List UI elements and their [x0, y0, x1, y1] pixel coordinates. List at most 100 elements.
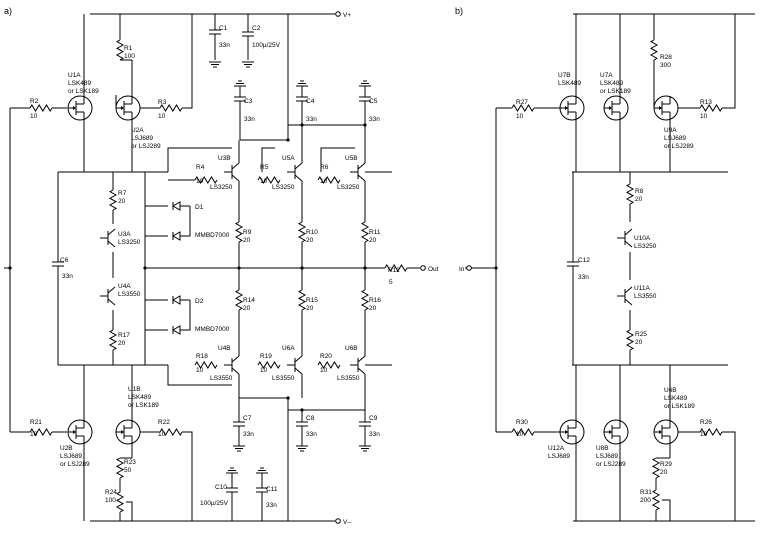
- bjt-U10A: [617, 228, 633, 248]
- R31-value: 200: [640, 497, 651, 504]
- bjt-U5B: [350, 162, 366, 182]
- capacitor-C1: [209, 29, 221, 35]
- R6-value: 10: [320, 178, 328, 185]
- U4B-name: U4B: [218, 345, 231, 352]
- in-label: In: [459, 266, 465, 273]
- C4-value: 33n: [306, 116, 317, 123]
- C3-name: C3: [244, 98, 253, 105]
- R29-name: R29: [660, 461, 672, 468]
- U11A-name: U11A: [634, 285, 650, 292]
- ground-icon: [256, 467, 268, 474]
- resistor-R14: [234, 289, 244, 311]
- resistor-R15: [297, 289, 307, 311]
- R19-name: R19: [260, 353, 272, 360]
- vminus-terminal: [335, 518, 341, 524]
- ground-C1: [209, 61, 221, 68]
- wire: [167, 147, 232, 172]
- resistor-R9: [234, 221, 244, 243]
- U5B-name: U5B: [345, 155, 358, 162]
- U9A-label-1: LSJ689: [664, 135, 686, 142]
- U6A-name: U6A: [282, 345, 295, 352]
- U3B-part: LS3250: [210, 184, 233, 191]
- R7-name: R7: [118, 190, 127, 197]
- U9A-label-2: or LSJ289: [664, 143, 694, 150]
- ground-icon: [296, 80, 308, 87]
- R4-name: R4: [196, 164, 205, 171]
- junction-dot: [363, 266, 367, 270]
- R5-name: R5: [260, 164, 269, 171]
- resistor-R20: [317, 361, 341, 369]
- resistor-R17: [108, 329, 118, 351]
- U1A-label-1: LSK489: [68, 80, 92, 87]
- U10A-part: LS3250: [634, 243, 657, 250]
- panel-a-label: a): [4, 6, 12, 16]
- U10A-name: U10A: [634, 235, 651, 242]
- resistor-R4: [194, 176, 218, 184]
- resistor-R2: [29, 104, 53, 112]
- R26-value: 10: [700, 431, 708, 438]
- R21-name: R21: [30, 419, 42, 426]
- U1B-label-1: LSK489: [128, 394, 152, 401]
- ground-icon: [234, 80, 246, 87]
- D1-name: D1: [195, 204, 204, 211]
- R23-value: 50: [124, 467, 132, 474]
- R17-name: R17: [118, 332, 130, 339]
- U3B-name: U3B: [218, 155, 231, 162]
- R29-value: 20: [660, 469, 668, 476]
- resistor-R26: [699, 428, 723, 436]
- junction-dot: [143, 266, 147, 270]
- vminus-label: V–: [343, 519, 351, 526]
- out-label: Out: [428, 266, 439, 273]
- junction-dot: [300, 266, 304, 270]
- bjt-U3A: [100, 228, 116, 248]
- U2A-label-1: LSJ689: [131, 135, 153, 142]
- R27-value: 10: [516, 113, 524, 120]
- U4B-part: LS3550: [210, 375, 233, 382]
- C12-value: 33n: [578, 274, 589, 281]
- resistor-R1: [115, 39, 125, 61]
- C1-label-0: C1: [219, 25, 228, 32]
- vplus-terminal: [335, 11, 341, 17]
- R25-value: 20: [635, 339, 643, 346]
- diode-D2-b: [171, 325, 181, 335]
- U12A-label-1: LSJ689: [548, 453, 570, 460]
- R11-value: 20: [369, 237, 377, 244]
- R2-label-0: R2: [30, 98, 39, 105]
- vplus-label: V+: [343, 12, 351, 19]
- ground-icon: [359, 80, 371, 87]
- wire: [182, 431, 193, 521]
- jfet-U9A: [653, 95, 679, 121]
- R6-name: R6: [320, 164, 329, 171]
- R16-value: 20: [369, 305, 377, 312]
- junction-dot: [286, 396, 290, 400]
- resistor-R16: [360, 289, 370, 311]
- U3A-name: U3A: [118, 231, 131, 238]
- R10-value: 20: [306, 237, 314, 244]
- wire: [180, 300, 191, 331]
- U2B-label-0: U2B: [60, 445, 73, 452]
- resistor-R24: [115, 491, 125, 513]
- R5-value: 10: [260, 178, 268, 185]
- U2A-label-0: U2A: [131, 127, 144, 134]
- R15-name: R15: [306, 297, 318, 304]
- R8-name: R8: [635, 188, 644, 195]
- C5-name: C5: [369, 98, 378, 105]
- C9-value: 33n: [369, 431, 380, 438]
- U7A-label-2: or LSK189: [600, 88, 631, 95]
- U6B-label-1: LSK489: [664, 395, 688, 402]
- U12A-label-0: U12A: [548, 445, 565, 452]
- R22-value: 10: [158, 431, 166, 438]
- D2-name: D2: [195, 298, 204, 305]
- C7-value: 33n: [243, 431, 254, 438]
- wire: [662, 499, 671, 521]
- resistor-R31: [651, 489, 661, 511]
- resistor-R21: [29, 428, 53, 436]
- jfet-U1A: [67, 95, 93, 121]
- R1-name: R1: [124, 45, 133, 52]
- U7A-label-1: LSK489: [600, 80, 624, 87]
- U6B-label-2: or LSK189: [664, 403, 695, 410]
- jfet-U2A: [115, 95, 141, 121]
- R9-value: 20: [243, 237, 251, 244]
- U6B-name: U6B: [345, 345, 358, 352]
- C12-name: C12: [578, 257, 590, 264]
